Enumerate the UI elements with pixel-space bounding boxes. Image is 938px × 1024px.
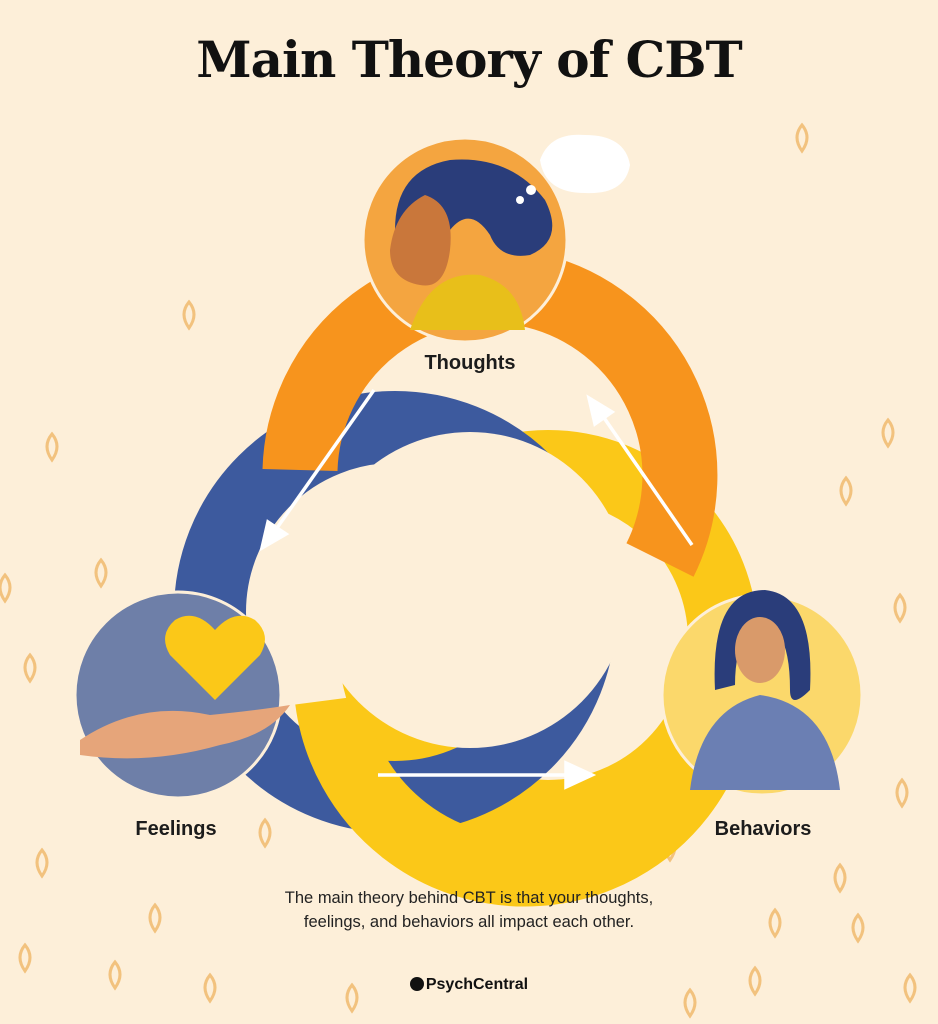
node-label-behaviors: Behaviors xyxy=(714,818,812,840)
diamond-icon xyxy=(94,557,108,589)
diamond-icon xyxy=(893,592,907,624)
diamond-icon xyxy=(148,902,162,934)
diamond-icon xyxy=(35,847,49,879)
psychcentral-logo-icon xyxy=(409,977,424,991)
brand-logo: PsychCentral xyxy=(0,976,938,994)
background-pattern xyxy=(0,122,917,1019)
logo-text: PsychCentral xyxy=(425,976,529,993)
diamond-icon xyxy=(768,907,782,939)
diamond-icon xyxy=(903,972,917,1004)
diamond-icon xyxy=(851,912,865,944)
diamond-icon xyxy=(683,987,697,1019)
heart-icon xyxy=(165,615,265,700)
diamond-icon xyxy=(895,777,909,809)
diamond-icon xyxy=(182,299,196,331)
caption-line-1: The main theory behind CBT is that your … xyxy=(284,889,654,907)
page-title: Main Theory of CBT xyxy=(196,30,743,89)
diamond-icon xyxy=(345,982,359,1014)
diamond-icon xyxy=(203,972,217,1004)
caption-line-2: feelings, and behaviors all impact each … xyxy=(303,913,635,931)
diamond-icon xyxy=(839,475,853,507)
node-label-feelings: Feelings xyxy=(135,818,217,840)
diamond-icon xyxy=(18,942,32,974)
node-label-thoughts: Thoughts xyxy=(424,352,516,374)
diamond-icon xyxy=(108,959,122,991)
arrow-right-icon xyxy=(564,760,597,790)
diamond-icon xyxy=(748,965,762,997)
diamond-icon xyxy=(23,652,37,684)
arrow-up-left-icon xyxy=(586,394,616,427)
diamond-icon xyxy=(795,122,809,154)
diamond-icon xyxy=(0,572,12,604)
thoughts-illustration xyxy=(361,134,630,344)
caption: The main theory behind CBT is that your … xyxy=(0,886,938,934)
arrow-down-left-icon xyxy=(259,519,290,552)
diamond-icon xyxy=(45,431,59,463)
diamond-icon xyxy=(833,862,847,894)
behaviors-illustration xyxy=(660,590,864,797)
arrows xyxy=(259,388,694,790)
center-space xyxy=(312,432,628,748)
thought-bubble-icon xyxy=(540,134,630,194)
diamond-icon xyxy=(258,817,272,849)
feelings-illustration xyxy=(73,590,290,800)
diamond-icon xyxy=(881,417,895,449)
